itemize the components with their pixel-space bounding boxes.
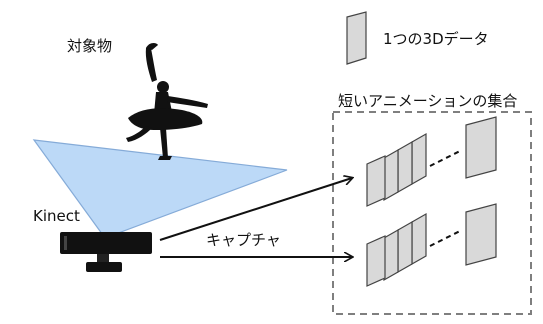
legend-frame-icon (346, 11, 367, 65)
single-3d-data-label: 1つの3Dデータ (383, 30, 489, 48)
animation-set-label: 短いアニメーションの集合 (338, 92, 518, 110)
frame (411, 132, 427, 186)
frame-stack-lower (366, 203, 497, 287)
frame (465, 116, 497, 179)
kinect-label: Kinect (33, 207, 80, 225)
capture-field (32, 139, 288, 239)
kinect-sensor-icon (60, 232, 152, 272)
animation-set-box (332, 111, 532, 315)
frame (465, 203, 497, 266)
frame (383, 228, 399, 282)
sequence-dash (429, 149, 463, 167)
frame-stack-upper (366, 116, 497, 207)
sequence-dash (429, 229, 463, 247)
frame (383, 148, 399, 202)
ballerina-silhouette-icon (126, 43, 208, 160)
frame (366, 235, 386, 287)
arrow-to-upper-set (159, 178, 352, 241)
frame (411, 212, 427, 266)
frame (397, 220, 413, 274)
capture-label: キャプチャ (206, 231, 281, 249)
target-object-label: 対象物 (67, 37, 113, 55)
frame (397, 140, 413, 194)
frame (366, 155, 386, 207)
